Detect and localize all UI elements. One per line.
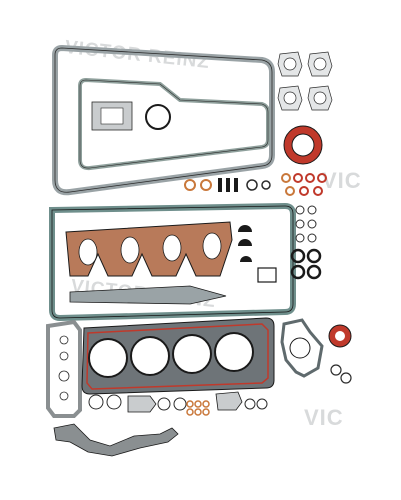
timing-cover-gasket [46, 319, 82, 418]
o-ring [145, 104, 171, 130]
water-pump-seal [328, 324, 352, 348]
water-pump-gasket [280, 318, 324, 378]
exhaust-strip-gasket [69, 285, 227, 305]
oil-pan-gasket [49, 202, 296, 322]
bottom-small-gaskets [88, 391, 268, 413]
valve-stem-seals [186, 400, 210, 416]
timing-strip-gasket [53, 423, 179, 457]
timing-cover-holes [58, 335, 70, 401]
cylinder-head-gasket [81, 317, 275, 395]
half-moon-seals [238, 225, 277, 283]
o-ring-set [290, 248, 322, 280]
seal-rings-row [184, 173, 327, 196]
rear-rings [330, 364, 352, 384]
intake-manifold-gasket [65, 221, 233, 277]
small-flange-gaskets [277, 51, 333, 111]
flange-gasket [91, 101, 133, 131]
crankshaft-seal [283, 125, 323, 165]
valve-cover-gasket [52, 44, 275, 196]
small-washers [295, 205, 317, 243]
